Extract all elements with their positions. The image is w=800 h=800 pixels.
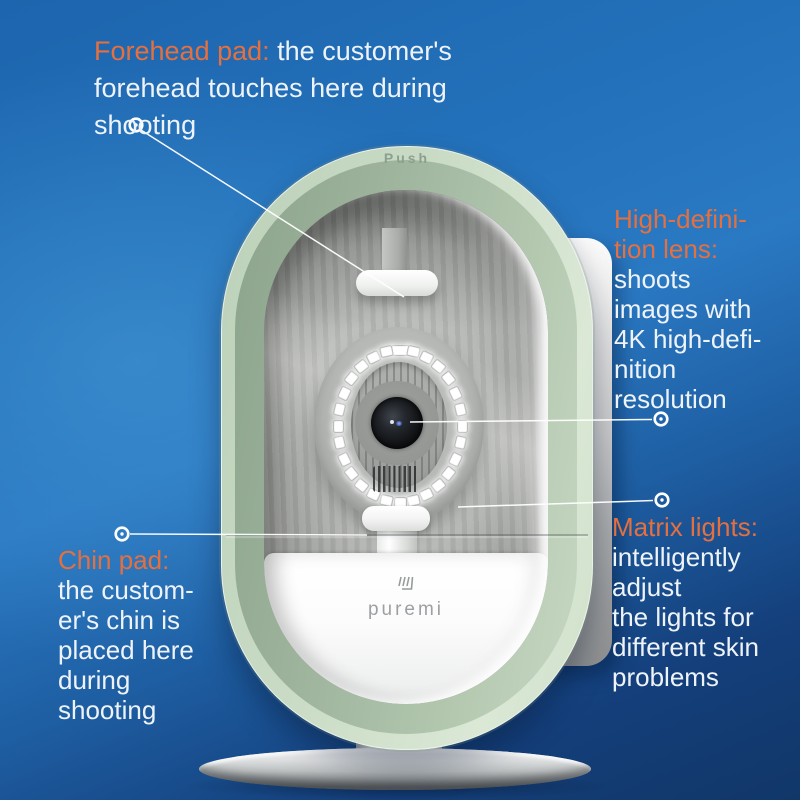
chin-note-label: Chin pad: [58,545,170,575]
led-light [332,435,347,451]
led-light [336,384,352,402]
stand-base [199,748,591,790]
matrix-note: Matrix lights:intelligently adjust the l… [612,512,797,692]
highdef-note-label: High-defini- tion lens: [614,204,747,264]
led-light [440,370,457,388]
camera-module [314,327,484,523]
lens-glint-blue-icon [396,421,402,426]
forehead-pad [356,270,438,296]
led-ring [314,327,484,523]
led-light [378,345,394,359]
led-light [378,493,394,507]
chin-note: Chin pad:the custom- er's chin is placed… [58,545,258,725]
door-seam [226,534,588,536]
led-light [453,435,468,451]
led-light [332,401,347,417]
forehead-note: Forehead pad: the customer's forehead to… [94,33,564,144]
led-light [448,384,464,402]
lens-glint-icon [390,420,394,424]
led-light [448,450,464,468]
highdef-note-body: shoots images with 4K high-defi- nition … [614,264,762,414]
brand-name: puremi [367,599,445,620]
skin-analyzer-device: Push puremi [221,146,593,750]
forehead-note-body: the customer's forehead touches here dur… [94,36,452,140]
chin-marker-icon [114,526,130,542]
led-light [406,493,422,507]
push-label: Push [383,150,431,166]
brand-block: puremi [264,575,548,621]
puremi-logo-icon [398,576,414,590]
led-light [336,450,352,468]
forehead-pad-bracket [382,228,407,274]
led-light [332,419,344,433]
device-chamber: puremi [264,190,548,704]
camera-lens [371,397,423,449]
matrix-note-body: intelligently adjust the lights for diff… [612,542,759,692]
led-light [456,419,468,433]
chin-note-body: the custom- er's chin is placed here dur… [58,575,194,725]
chin-pad [362,506,430,531]
vent-grille [373,466,419,492]
lens-marker-icon [653,411,669,427]
matrix-note-label: Matrix lights: [612,512,758,542]
chin-pad-stem [377,528,417,556]
led-light [453,401,468,417]
highdef-note: High-defini- tion lens:shoots images wit… [614,204,794,414]
matrix-marker-icon [654,492,670,508]
forehead-note-label: Forehead pad: [94,36,270,66]
